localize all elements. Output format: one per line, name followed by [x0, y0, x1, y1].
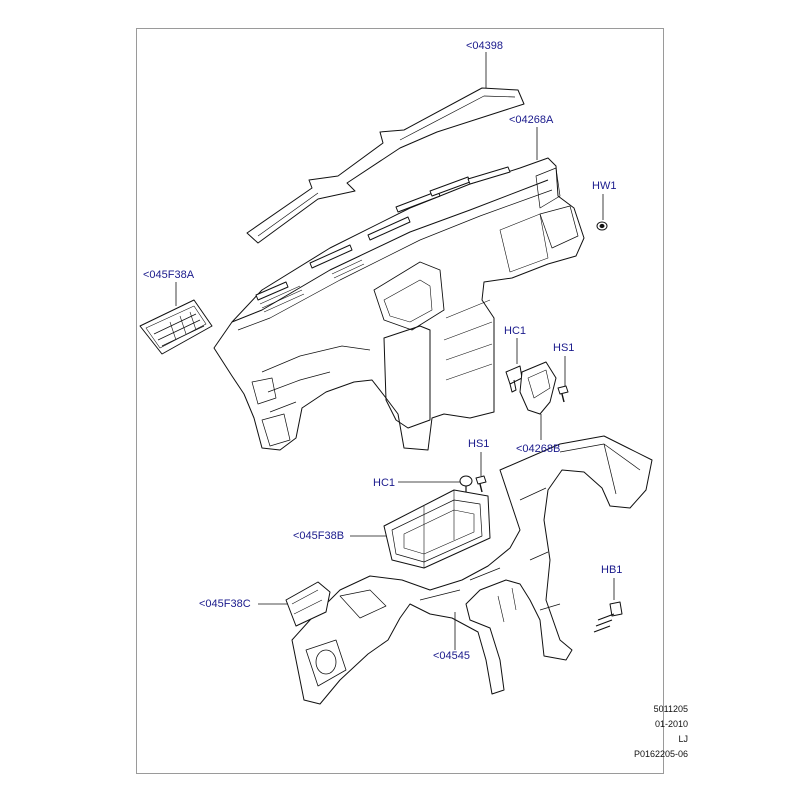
callout-045F38A[interactable]: <045F38A: [143, 269, 195, 281]
callout-hs1-mid[interactable]: HS1: [468, 438, 490, 450]
part-045F38B-housing: [383, 489, 491, 569]
diagram-part-code: P0162205-06: [633, 749, 688, 759]
part-hb1-bolt: [593, 601, 623, 633]
callout-hs1-top[interactable]: HS1: [553, 342, 575, 354]
part-04398-top-panel: [246, 87, 525, 244]
part-hs1-screw-top: [557, 385, 569, 403]
callout-hc1-mid[interactable]: HC1: [373, 477, 396, 489]
part-045F38C-bracket: [285, 581, 331, 627]
diagram-date: 01-2010: [654, 719, 688, 729]
callout-hw1[interactable]: HW1: [592, 180, 617, 192]
part-04268B-bracket: [519, 361, 557, 415]
callout-045F38B[interactable]: <045F38B: [293, 530, 345, 542]
diagram-model-code: LJ: [678, 734, 688, 744]
callout-hc1-top[interactable]: HC1: [504, 325, 527, 337]
callout-hb1[interactable]: HB1: [601, 564, 623, 576]
part-hw1-washer: [596, 221, 608, 231]
callout-04268B[interactable]: <04268B: [516, 443, 561, 455]
part-hc1-clip-top: [505, 365, 523, 393]
diagram-ref-number: 5011205: [653, 704, 688, 714]
part-045F38A-vent: [139, 299, 213, 355]
callout-04268A[interactable]: <04268A: [509, 114, 554, 126]
part-hs1-screw-mid: [475, 475, 487, 493]
callout-04398[interactable]: <04398: [466, 40, 504, 52]
callout-04545[interactable]: <04545: [433, 650, 471, 662]
callout-045F38C[interactable]: <045F38C: [199, 598, 251, 610]
part-04268A-dashboard: [213, 157, 585, 451]
part-04545-crossbeam: [291, 435, 653, 705]
